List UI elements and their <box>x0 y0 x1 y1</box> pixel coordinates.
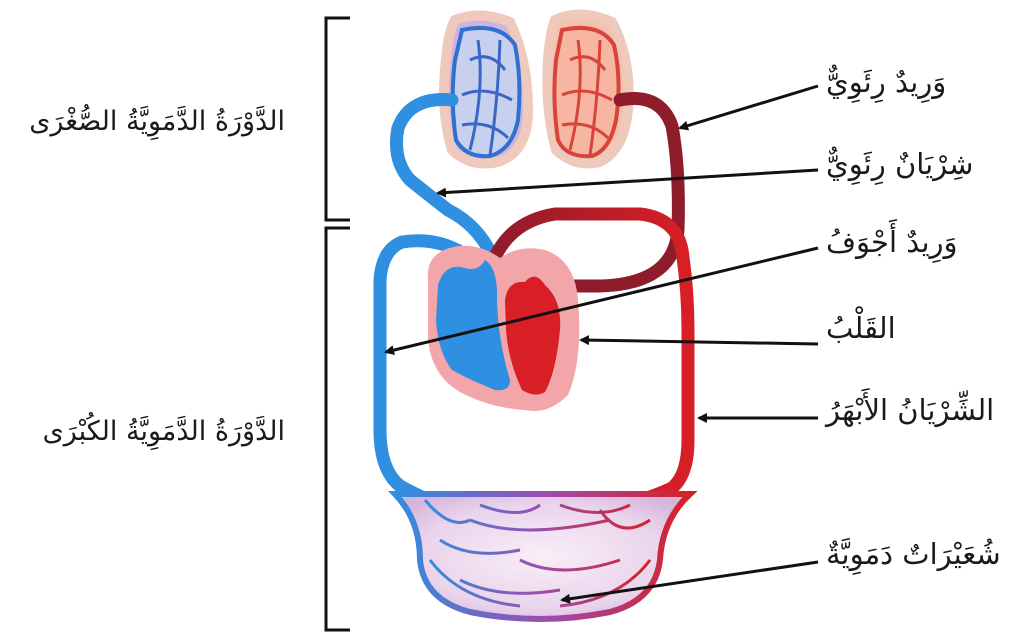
right-lung <box>547 14 628 163</box>
heart <box>428 246 579 411</box>
pulmonary-bracket <box>326 18 350 220</box>
systemic-bracket <box>326 228 350 630</box>
arrow-heart <box>581 340 818 344</box>
left-lung <box>444 15 528 163</box>
arrow-pulmonary-artery <box>438 170 818 193</box>
heart-label: القَلْبُ <box>826 314 896 343</box>
pulmonary-circulation-label: الدَّوْرَةُ الدَّمَوِيَّةُ الصُّغْرَى <box>29 108 285 135</box>
vena-cava-label: وَرِيدٌ أَجْوَفُ <box>826 228 958 257</box>
capillaries-label: شُعَيْرَاتٌ دَمَوِيَّةٌ <box>826 540 1001 569</box>
pulmonary-vein-label: وَرِيدٌ رِئَوِيٌّ <box>826 68 946 97</box>
systemic-circulation-label: الدَّوْرَةُ الدَّمَوِيَّةُ الكُبْرَى <box>43 418 285 445</box>
arrow-pulmonary-vein <box>680 86 818 128</box>
capillary-bed <box>395 494 690 619</box>
aorta-label: الشِّرْيَانُ الأَبْهَرُ <box>826 396 994 425</box>
pulmonary-artery-label: شِرْيَانٌ رِئَوِيٌّ <box>826 150 973 179</box>
